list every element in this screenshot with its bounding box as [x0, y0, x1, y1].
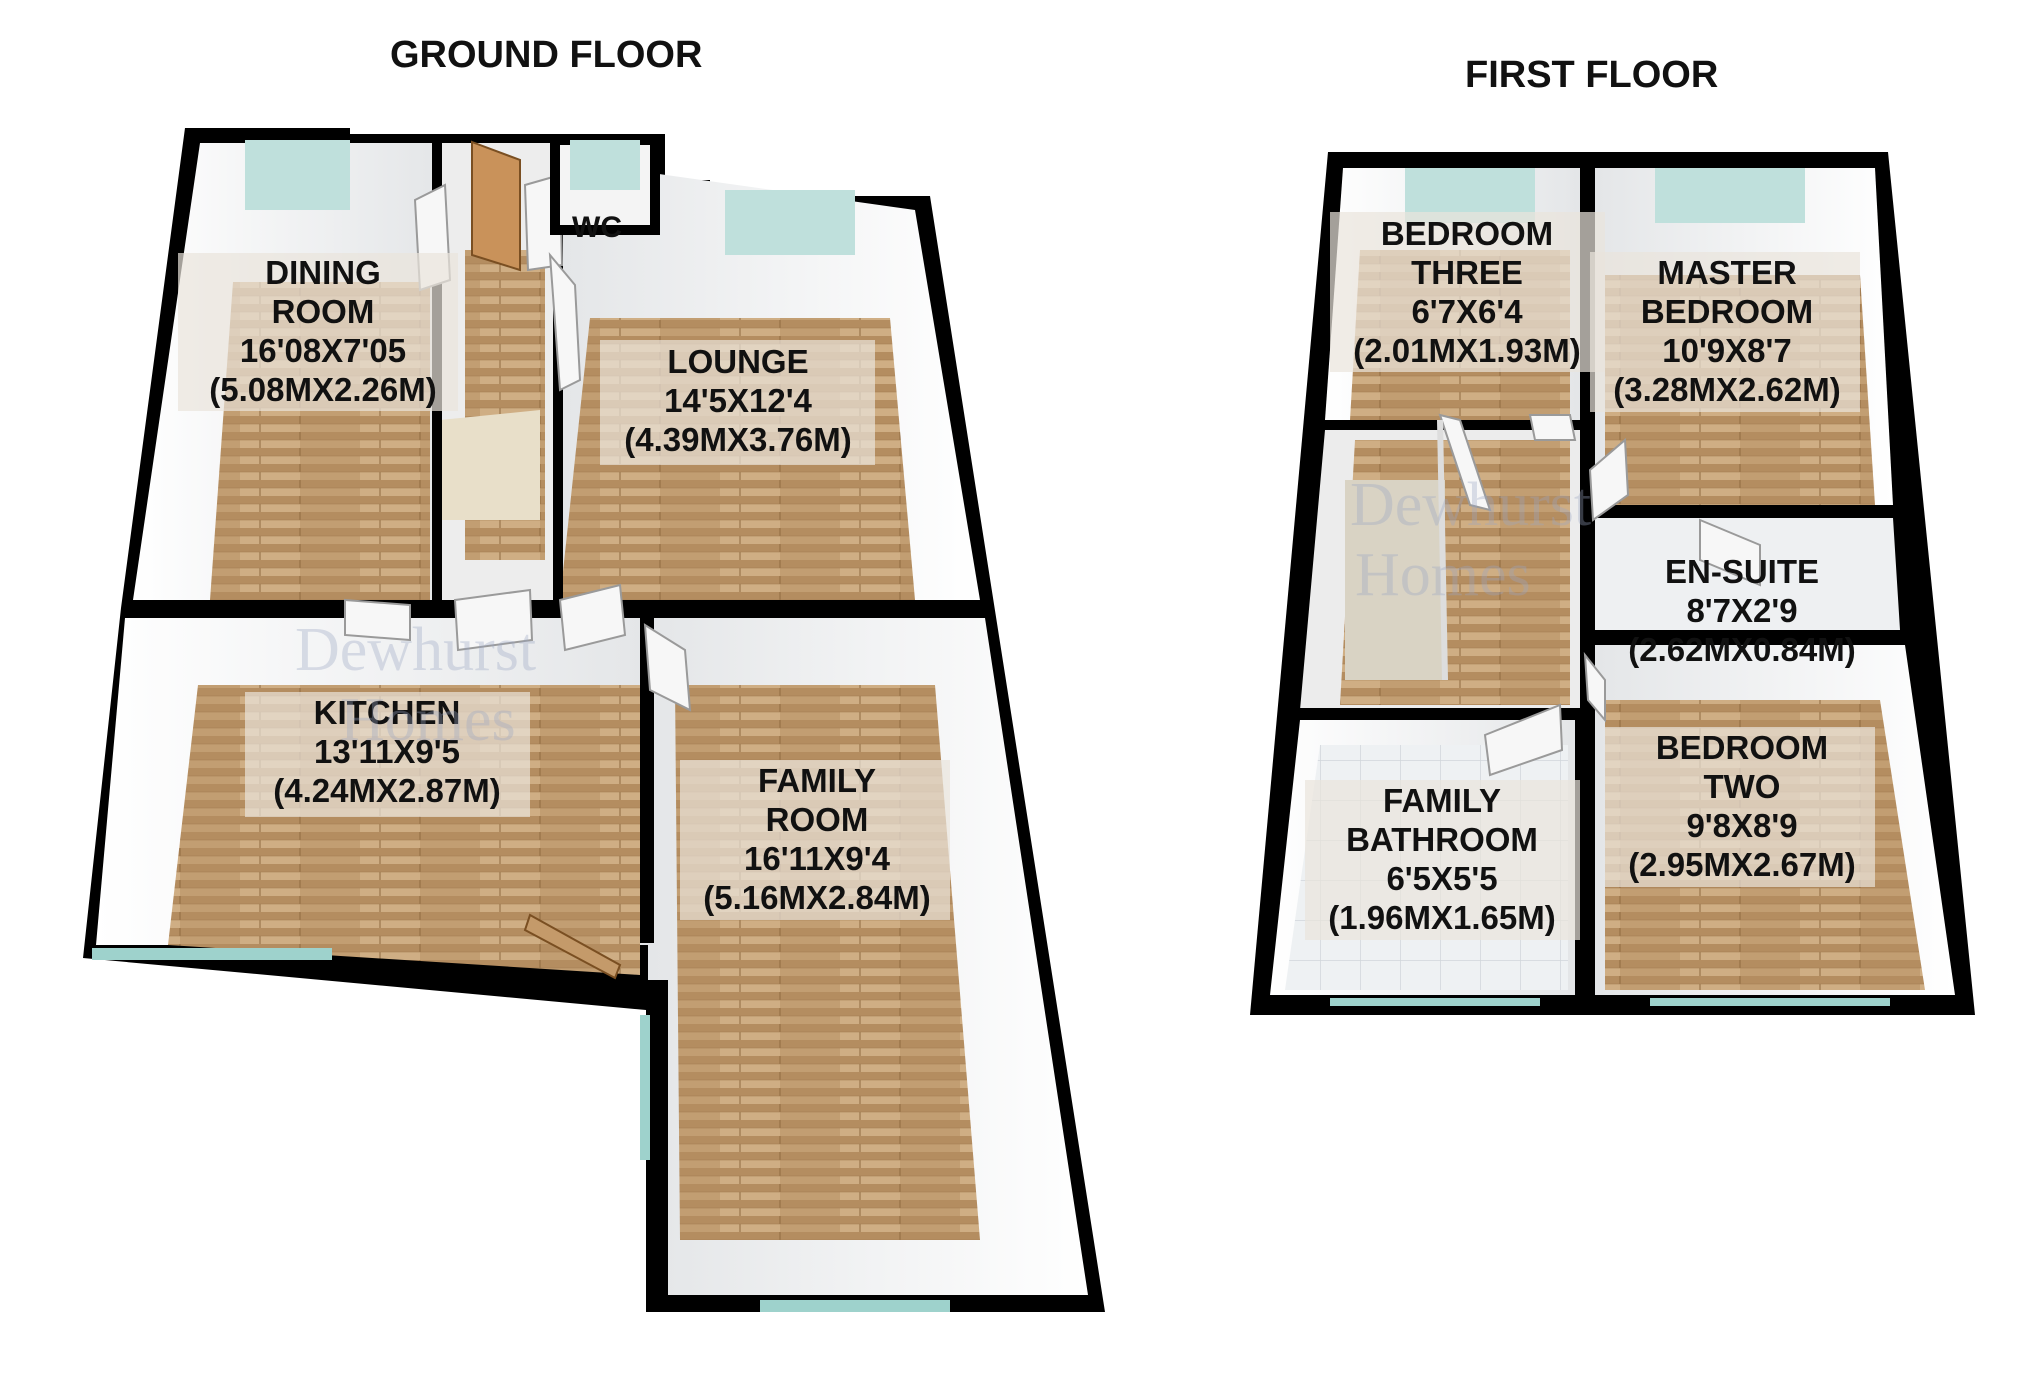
dining-room-metric: (5.08MX2.26M)	[209, 371, 436, 408]
door	[1699, 518, 1761, 587]
master-bedroom-name: MASTER	[1657, 254, 1797, 291]
bedroom-three-metric: (2.01MX1.93M)	[1353, 332, 1580, 369]
window	[245, 140, 350, 210]
bedroom-three-dimensions: 6'7X6'4	[1411, 293, 1523, 330]
stairs	[1345, 480, 1445, 680]
lounge-dimensions: 14'5X12'4	[664, 382, 812, 419]
door	[1483, 703, 1564, 777]
en-suite-dimensions: 8'7X2'9	[1686, 592, 1797, 629]
master-bedroom-dimensions: 10'9X8'7	[1662, 332, 1791, 369]
wall-divider	[1594, 505, 1894, 517]
bedroom-two-name: BEDROOM	[1656, 729, 1828, 766]
door	[1438, 413, 1492, 512]
watermark: Homes	[1355, 541, 1531, 609]
ground-floor-title: GROUND FLOOR	[390, 34, 702, 76]
stair-rail	[1437, 419, 1448, 681]
master-bedroom-name: BEDROOM	[1641, 293, 1813, 330]
family-bathroom-name: FAMILY	[1383, 782, 1501, 819]
kitchen-dimensions: 13'11X9'5	[314, 733, 460, 770]
kitchen-metric: (4.24MX2.87M)	[273, 772, 500, 809]
window	[570, 140, 640, 190]
watermark: Dewhurst	[295, 616, 536, 684]
family-room-name: ROOM	[766, 801, 869, 838]
watermark: Dewhurst	[1350, 471, 1591, 539]
window	[1650, 998, 1890, 1006]
kitchen-name: KITCHEN	[314, 694, 461, 731]
window	[760, 1300, 950, 1312]
door	[548, 251, 582, 392]
master-bedroom-metric: (3.28MX2.62M)	[1613, 371, 1840, 408]
dining-room-name: DINING	[265, 254, 381, 291]
door	[643, 623, 692, 712]
lounge-metric: (4.39MX3.76M)	[624, 421, 851, 458]
front-door	[471, 140, 521, 272]
watermark: Homes	[340, 686, 516, 754]
wc-name: WC	[572, 211, 622, 244]
lounge-name: LOUNGE	[667, 343, 808, 380]
window	[1330, 998, 1540, 1006]
first-floor-title: FIRST FLOOR	[1465, 54, 1718, 96]
family-bathroom-metric: (1.96MX1.65M)	[1328, 899, 1555, 936]
en-suite-name: EN-SUITE	[1665, 553, 1819, 590]
bedroom-three-name: BEDROOM	[1381, 215, 1553, 252]
door	[1583, 651, 1606, 723]
door	[453, 588, 534, 652]
window	[640, 1015, 650, 1160]
wall-divider	[124, 603, 984, 617]
wall-divider	[1300, 708, 1580, 720]
window	[1655, 168, 1805, 223]
door	[1588, 437, 1630, 522]
family-room-dimensions: 16'11X9'4	[744, 840, 891, 877]
stairs	[440, 410, 540, 520]
window	[725, 190, 855, 255]
wall-divider	[1594, 630, 1904, 644]
ground-floor: GROUND FLOOR DINING ROOM 16'08X7'05 (5.0…	[83, 34, 1105, 1312]
bedroom-three-name: THREE	[1411, 254, 1523, 291]
first-floor: FIRST FLOOR BEDROOM THREE 6'7X6'4 (2.01M…	[1250, 54, 1975, 1015]
bedroom-two-dimensions: 9'8X8'9	[1686, 807, 1797, 844]
family-room-metric: (5.16MX2.84M)	[703, 879, 930, 916]
family-room-name: FAMILY	[758, 762, 876, 799]
door	[1528, 414, 1577, 441]
family-bathroom-dimensions: 6'5X5'5	[1386, 860, 1497, 897]
door	[344, 598, 411, 642]
bedroom-two-name: TWO	[1704, 768, 1781, 805]
window	[92, 948, 332, 960]
en-suite-metric: (2.62MX0.84M)	[1628, 631, 1855, 668]
family-bathroom-name: BATHROOM	[1346, 821, 1538, 858]
dining-room-dimensions: 16'08X7'05	[240, 332, 406, 369]
bedroom-two-metric: (2.95MX2.67M)	[1628, 846, 1855, 883]
back-door	[523, 913, 622, 980]
dining-room-name: ROOM	[272, 293, 375, 330]
door	[558, 583, 627, 652]
